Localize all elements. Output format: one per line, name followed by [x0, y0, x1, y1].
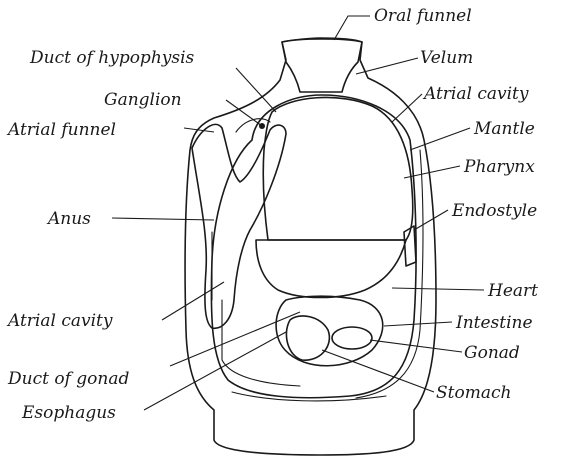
- leader-heart: [392, 288, 484, 290]
- label-mantle: Mantle: [473, 119, 535, 139]
- label-velum: Velum: [420, 48, 473, 68]
- leader-endostyle: [414, 210, 448, 230]
- label-atrial-funnel: Atrial funnel: [6, 120, 116, 140]
- leader-atrial-cavity-top: [392, 94, 422, 122]
- label-stomach: Stomach: [436, 383, 511, 403]
- label-atrial-cavity-top: Atrial cavity: [422, 84, 529, 104]
- tunic-outline: [185, 38, 436, 455]
- leader-velum: [356, 58, 418, 74]
- leader-stomach: [322, 350, 434, 392]
- leader-oral-funnel: [334, 16, 370, 40]
- oral-funnel: [282, 39, 362, 92]
- label-ganglion: Ganglion: [104, 90, 182, 110]
- label-pharynx: Pharynx: [463, 157, 535, 177]
- label-endostyle: Endostyle: [451, 201, 537, 221]
- leader-intestine: [384, 322, 452, 326]
- label-esophagus: Esophagus: [21, 403, 116, 423]
- label-gonad: Gonad: [464, 343, 520, 363]
- label-oral-funnel: Oral funnel: [374, 6, 472, 26]
- gonad: [332, 327, 372, 349]
- inner-wall-right: [356, 150, 423, 398]
- lower-basket: [256, 240, 406, 298]
- label-heart: Heart: [487, 281, 538, 301]
- mantle-cavity: [211, 95, 416, 398]
- label-atrial-cavity-bottom: Atrial cavity: [6, 311, 113, 331]
- labels: Oral funnel Duct of hypophysis Velum Gan…: [6, 6, 538, 423]
- leader-duct-of-gonad: [170, 312, 300, 366]
- label-intestine: Intestine: [455, 313, 533, 333]
- label-duct-of-hypophysis: Duct of hypophysis: [29, 48, 195, 68]
- label-duct-of-gonad: Duct of gonad: [7, 369, 129, 389]
- leader-lines: [112, 16, 484, 410]
- label-anus: Anus: [46, 209, 91, 229]
- pharynx: [263, 97, 413, 240]
- stomach: [286, 316, 329, 360]
- leader-mantle: [410, 128, 470, 150]
- leader-ganglion: [226, 100, 262, 126]
- leader-anus: [112, 218, 214, 220]
- leader-atrial-cavity-bottom: [162, 282, 224, 320]
